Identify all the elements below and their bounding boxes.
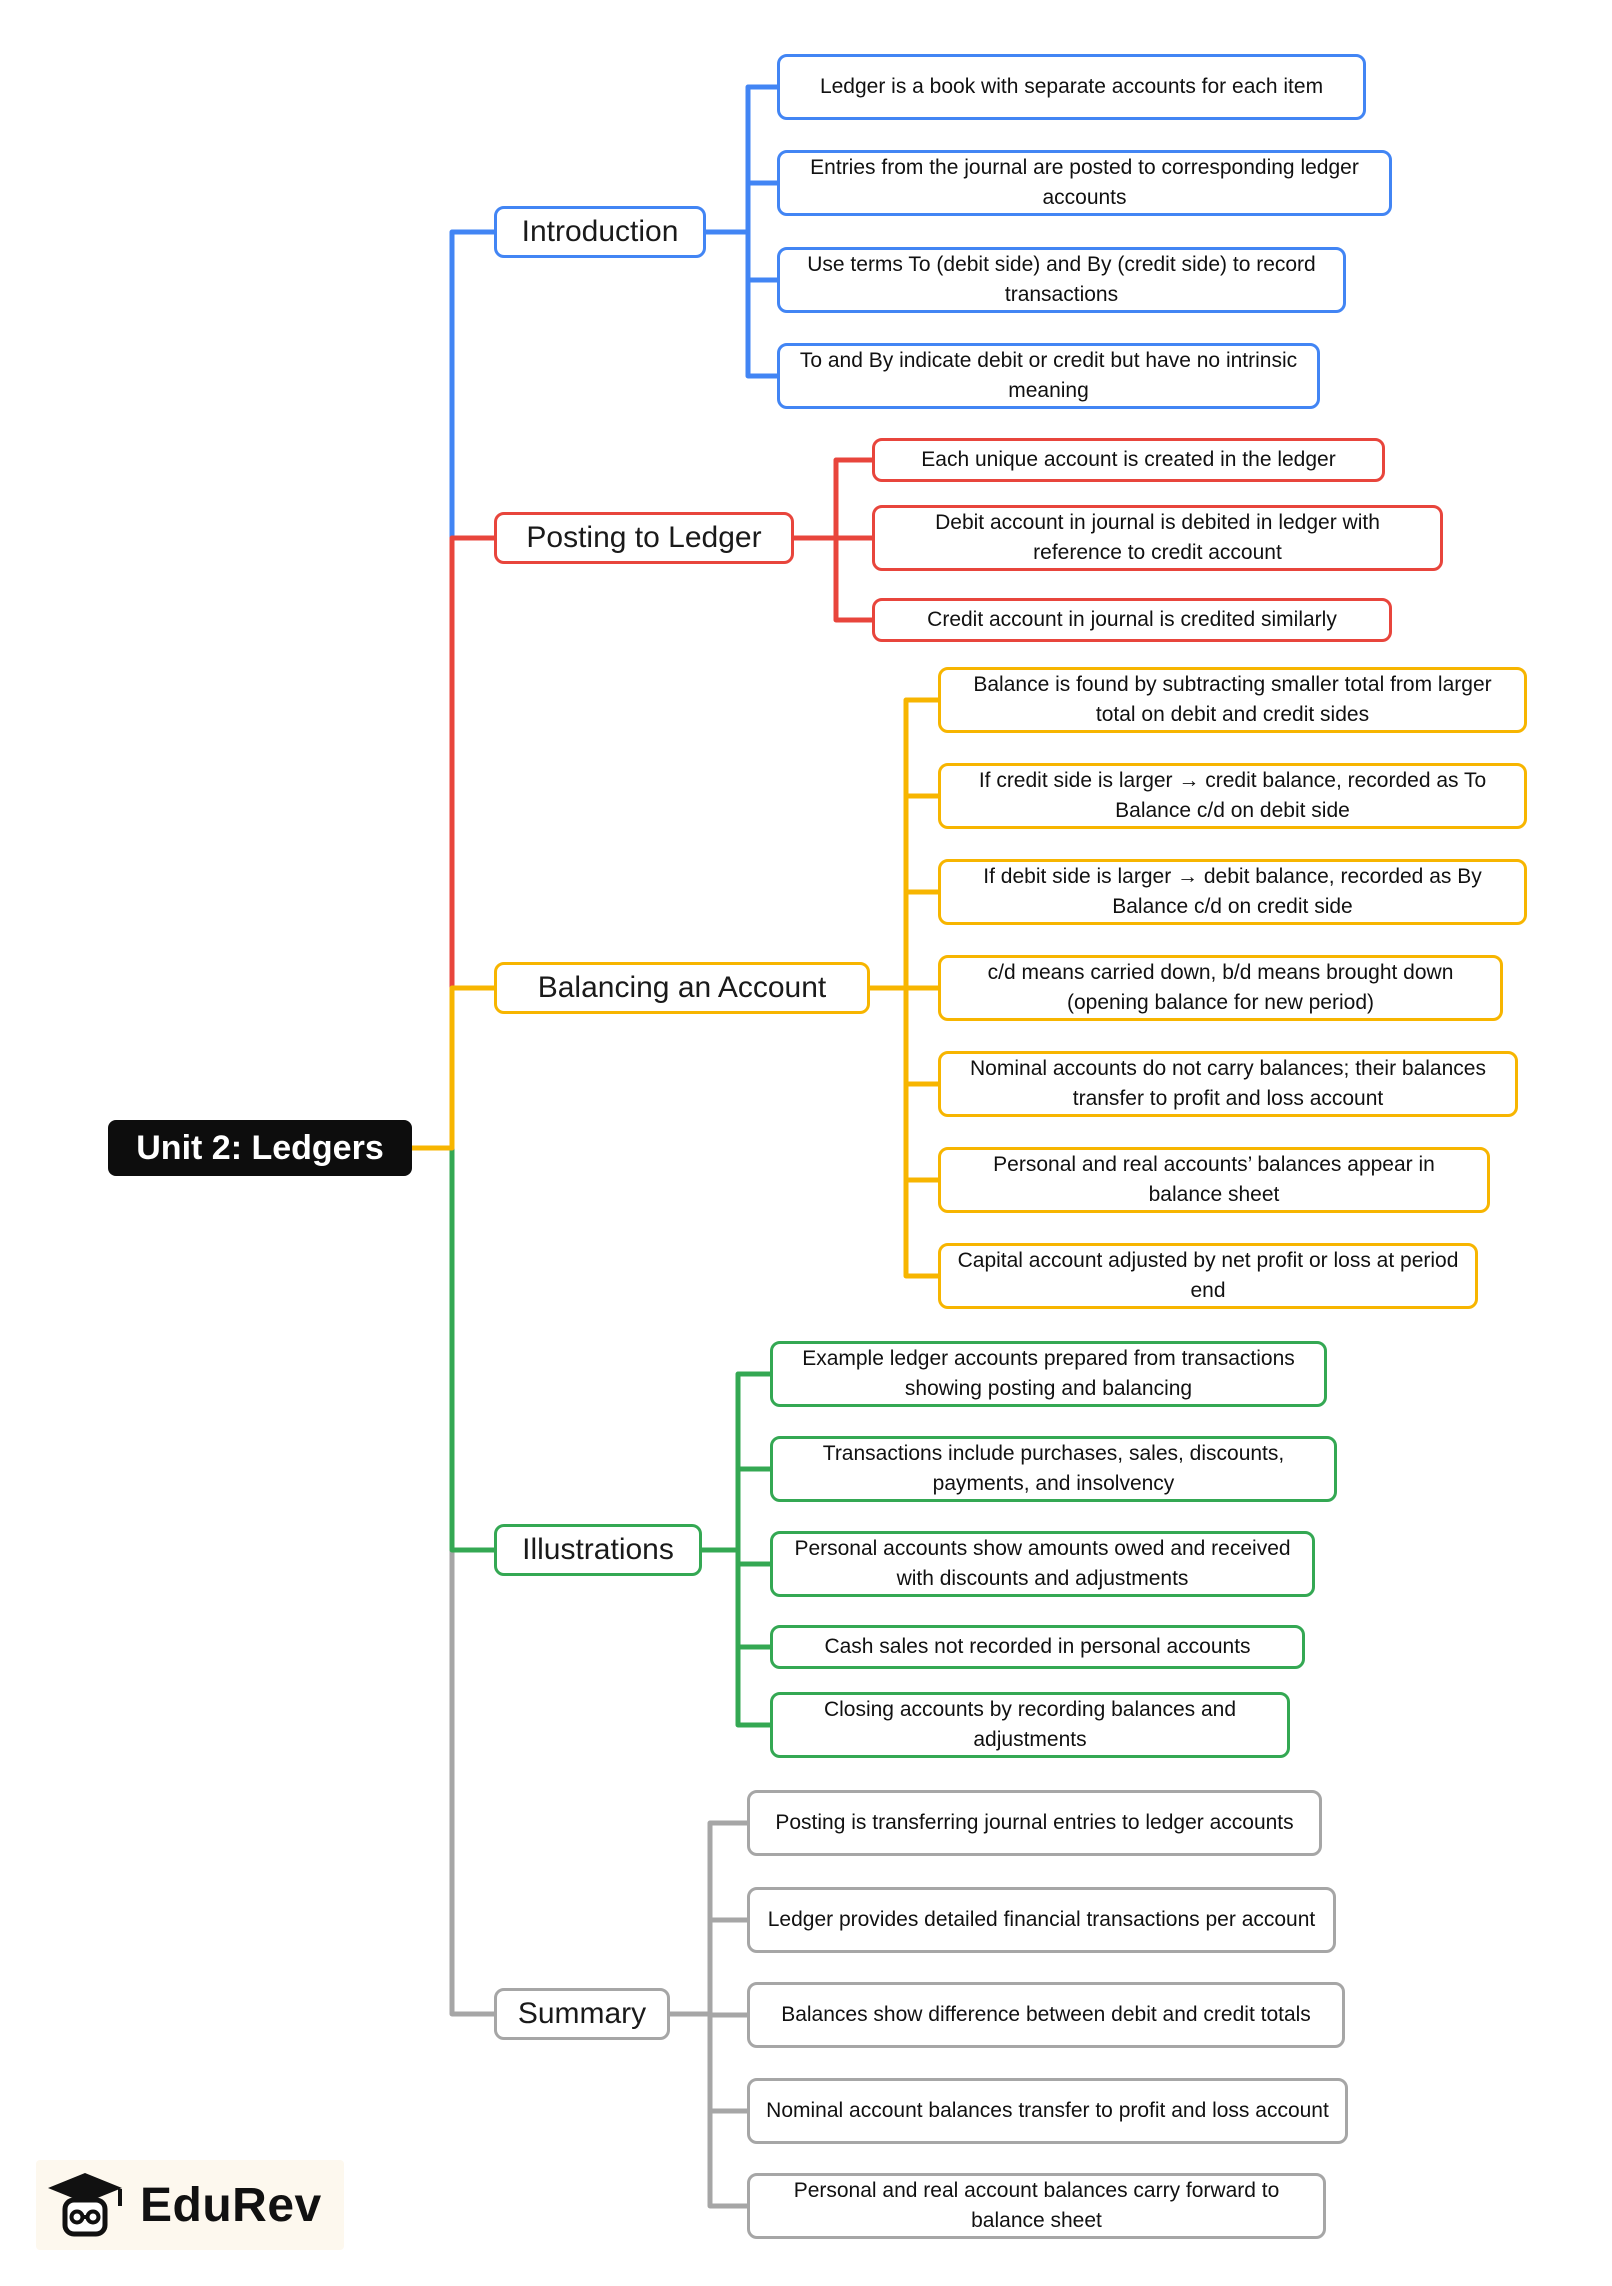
connector-summary-leaf <box>670 2011 747 2209</box>
leaf-node: Ledger is a book with separate accounts … <box>777 54 1366 120</box>
leaf-node: If debit side is larger → debit balance,… <box>938 859 1527 925</box>
connector-group-summary <box>412 1145 747 2209</box>
leaf-node: To and By indicate debit or credit but h… <box>777 343 1320 409</box>
connector-balancing-leaf <box>870 985 938 1279</box>
leaf-node: Debit account in journal is debited in l… <box>872 505 1443 571</box>
edurev-wordmark: EduRev <box>140 2178 322 2232</box>
leaf-node: Cash sales not recorded in personal acco… <box>770 1625 1305 1669</box>
root-node: Unit 2: Ledgers <box>108 1120 412 1176</box>
leaf-node: Closing accounts by recording balances a… <box>770 1692 1290 1758</box>
leaf-node: Example ledger accounts prepared from tr… <box>770 1341 1327 1407</box>
branch-node-introduction: Introduction <box>494 206 706 258</box>
connector-root-balancing <box>412 985 494 1151</box>
leaf-node: Posting is transferring journal entries … <box>747 1790 1322 1856</box>
leaf-node: Credit account in journal is credited si… <box>872 598 1392 642</box>
connector-introduction-leaf <box>706 84 777 235</box>
connector-group-balancing <box>412 697 938 1279</box>
connector-summary-leaf <box>670 1917 747 2017</box>
leaf-node: Ledger provides detailed financial trans… <box>747 1887 1336 1953</box>
connector-introduction-leaf <box>706 180 777 235</box>
connector-illustrations-leaf <box>702 1466 770 1553</box>
leaf-node: Capital account adjusted by net profit o… <box>938 1243 1478 1309</box>
branch-node-balancing: Balancing an Account <box>494 962 870 1014</box>
leaf-node: Each unique account is created in the le… <box>872 438 1385 482</box>
connector-root-illustrations <box>412 1145 494 1553</box>
connector-illustrations-leaf <box>702 1547 770 1728</box>
leaf-node: Balance is found by subtracting smaller … <box>938 667 1527 733</box>
leaf-node: Use terms To (debit side) and By (credit… <box>777 247 1346 313</box>
leaf-node: Nominal account balances transfer to pro… <box>747 2078 1348 2144</box>
leaf-node: Entries from the journal are posted to c… <box>777 150 1392 216</box>
branch-node-posting: Posting to Ledger <box>494 512 794 564</box>
connector-introduction-leaf <box>706 229 777 379</box>
leaf-node: Balances show difference between debit a… <box>747 1982 1345 2048</box>
leaf-node: Personal and real accounts’ balances app… <box>938 1147 1490 1213</box>
leaf-node: Personal accounts show amounts owed and … <box>770 1531 1315 1597</box>
leaf-node: Transactions include purchases, sales, d… <box>770 1436 1337 1502</box>
connector-posting-leaf <box>794 457 872 541</box>
connector-introduction-leaf <box>706 229 777 283</box>
leaf-node: Personal and real account balances carry… <box>747 2173 1326 2239</box>
connector-balancing-leaf <box>870 889 938 991</box>
leaf-node: c/d means carried down, b/d means brough… <box>938 955 1503 1021</box>
branch-node-summary: Summary <box>494 1988 670 2040</box>
connector-group-illustrations <box>412 1145 770 1728</box>
graduation-cap-icon <box>48 2173 122 2237</box>
leaf-node: If credit side is larger → credit balanc… <box>938 763 1527 829</box>
branch-node-illustrations: Illustrations <box>494 1524 702 1576</box>
connector-posting-leaf <box>794 535 872 623</box>
leaf-node: Nominal accounts do not carry balances; … <box>938 1051 1518 1117</box>
edurev-logo: EduRev <box>36 2160 344 2250</box>
